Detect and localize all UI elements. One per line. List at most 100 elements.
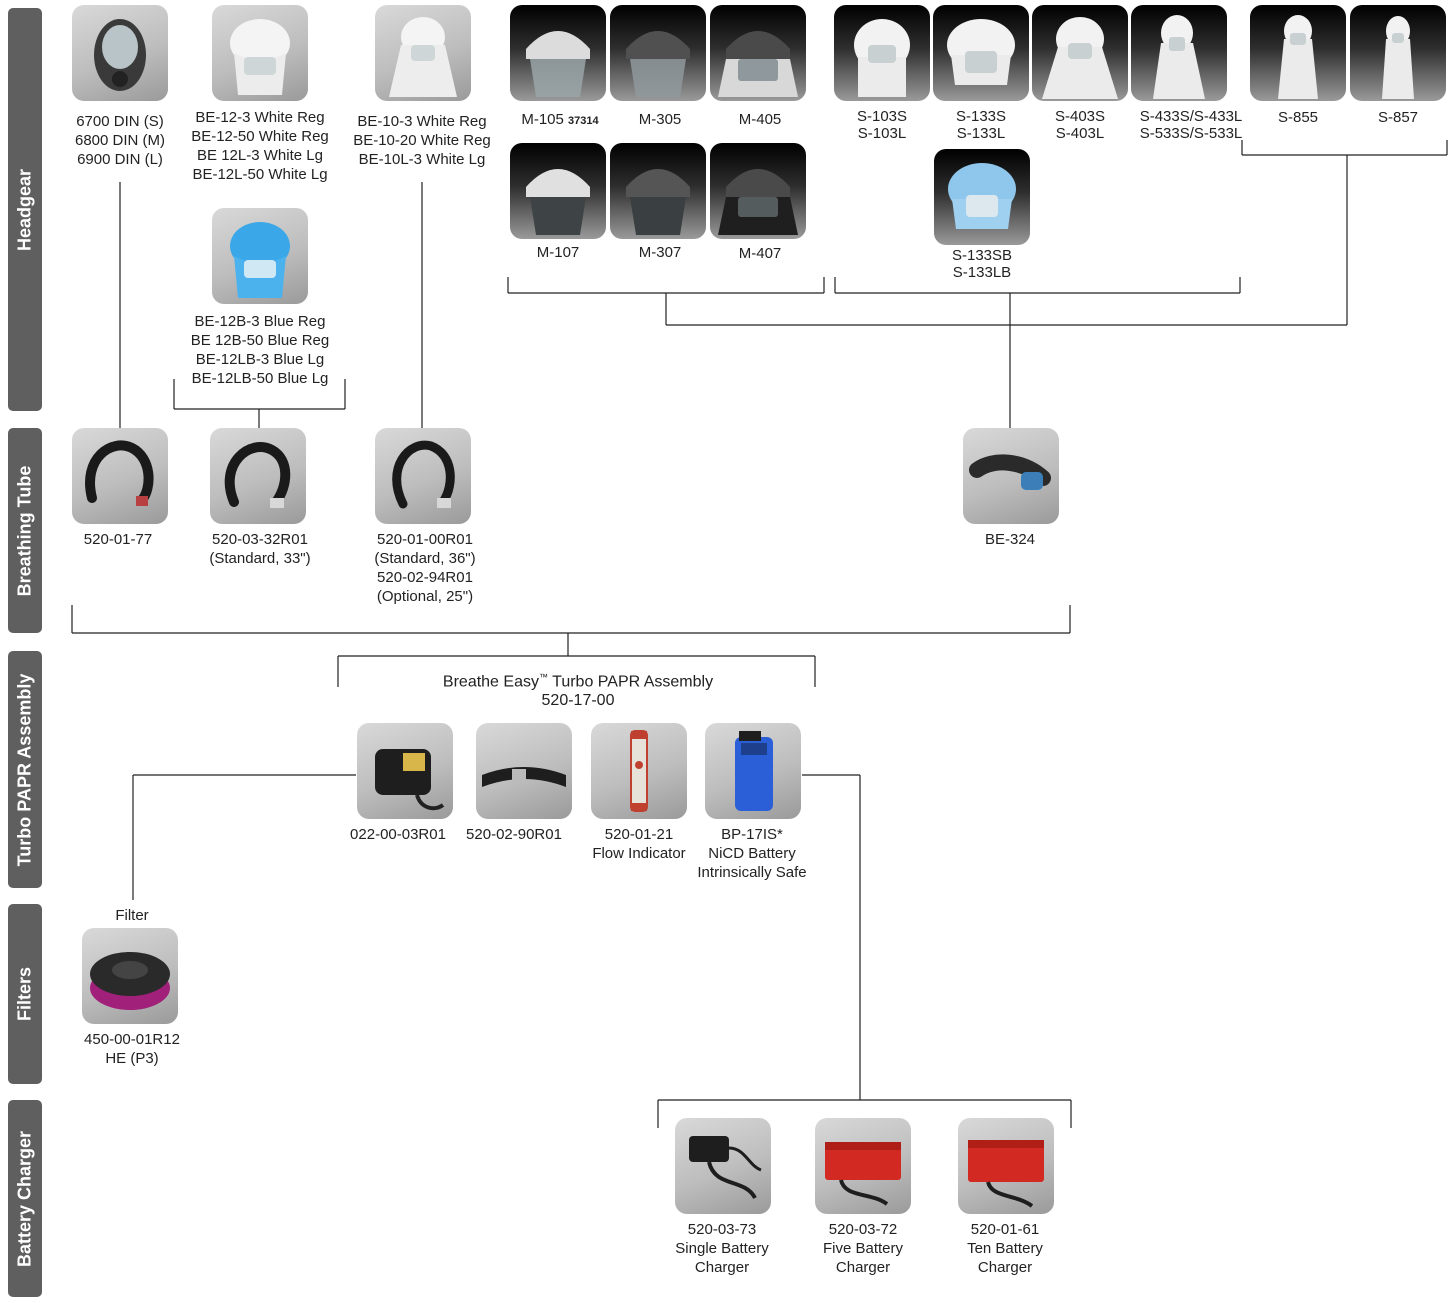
charger-icon [825,1142,901,1206]
s857-label: S-857 [1377,109,1419,126]
tube-520-01-00r01-thumbnail [375,428,471,524]
battery-icon [735,731,773,811]
breathing-tube-icon [85,440,154,506]
helmet-icon [718,169,798,235]
m105-thumbnail [510,5,606,101]
s133-thumbnail [933,5,1029,101]
m407-label: M-407 [738,245,782,262]
hood-icon [1278,15,1318,99]
helmet-icon [526,31,590,97]
belt-icon [482,767,566,787]
tube-520-01-77-label: 520-01-77 [83,531,153,548]
helmet-icon [626,169,690,235]
s403-thumbnail [1032,5,1128,101]
s855-thumbnail [1250,5,1346,101]
m405-thumbnail [710,5,806,101]
turbo-unit-icon [375,749,445,811]
m307-label: M-307 [638,244,682,261]
section-filters: Filters [8,904,42,1084]
be12-blue-thumbnail [212,208,308,304]
charger-five-thumbnail [815,1118,911,1214]
fullface-label: 6700 DIN (S)6800 DIN (M)6900 DIN (L) [74,113,166,168]
tube-520-01-00r01-label: 520-01-00R01(Standard, 36")520-02-94R01(… [374,531,476,605]
m305-thumbnail [610,5,706,101]
m305-label: M-305 [638,111,682,128]
tube-520-03-32r01-label: 520-03-32R01(Standard, 33") [209,531,311,567]
m107-thumbnail [510,143,606,239]
section-label: Turbo PAPR Assembly [14,673,35,866]
section-label: Filters [14,966,35,1022]
hood-icon [389,17,457,97]
breathing-tube-icon [392,440,455,509]
section-label: Headgear [14,168,35,251]
s855-label: S-855 [1277,109,1319,126]
tube-520-01-77-thumbnail [72,428,168,524]
be12-white-thumbnail [212,5,308,101]
section-headgear: Headgear [8,8,42,411]
hood-icon [854,19,910,97]
turbo-unit-thumbnail [357,723,453,819]
section-battery-charger: Battery Charger [8,1100,42,1297]
hood-icon [1042,17,1118,99]
section-label: Breathing Tube [14,465,35,596]
breathing-tube-icon [224,442,291,508]
belt-label: 520-02-90R01 [466,826,562,843]
s857-thumbnail [1350,5,1446,101]
section-breathing-tube: Breathing Tube [8,428,42,633]
assembly-title: Breathe Easy™ Turbo PAPR Assembly 520-17… [442,672,714,710]
flow-indicator-icon [630,730,648,812]
tube-520-03-32r01-thumbnail [210,428,306,524]
full-facepiece-icon [94,19,146,91]
m107-label: M-107 [536,244,580,261]
filter-thumbnail [82,928,178,1024]
m307-thumbnail [610,143,706,239]
hood-icon [947,19,1015,85]
tube-be-324-label: BE-324 [984,531,1036,548]
hood-icon [1153,15,1205,99]
charger-icon [968,1140,1044,1208]
filter-heading: Filter [115,907,149,924]
m407-thumbnail [710,143,806,239]
helmet-icon [718,31,798,97]
s133b-thumbnail [934,149,1030,245]
belt-thumbnail [476,723,572,819]
charger-ten-thumbnail [958,1118,1054,1214]
helmet-icon [626,31,690,97]
flow-indicator-thumbnail [591,723,687,819]
s103-thumbnail [834,5,930,101]
charger-icon [689,1136,762,1200]
turbo-unit-label: 022-00-03R01 [350,826,446,843]
hood-icon [230,19,290,95]
section-turbo-papr-assembly: Turbo PAPR Assembly [8,651,42,888]
m405-label: M-405 [738,111,782,128]
section-label: Battery Charger [14,1130,35,1267]
battery-thumbnail [705,723,801,819]
hood-icon [948,163,1016,229]
fullface-thumbnail [72,5,168,101]
helmet-icon [526,169,590,235]
hood-icon [230,222,290,298]
m105-label: M-105 37314 [521,111,599,128]
charger-single-thumbnail [675,1118,771,1214]
breathing-tube-icon [969,454,1051,490]
be10-white-thumbnail [375,5,471,101]
hood-icon [1382,16,1414,99]
filter-cartridge-icon [90,952,170,1010]
s433-thumbnail [1131,5,1227,101]
tube-be-324-thumbnail [963,428,1059,524]
